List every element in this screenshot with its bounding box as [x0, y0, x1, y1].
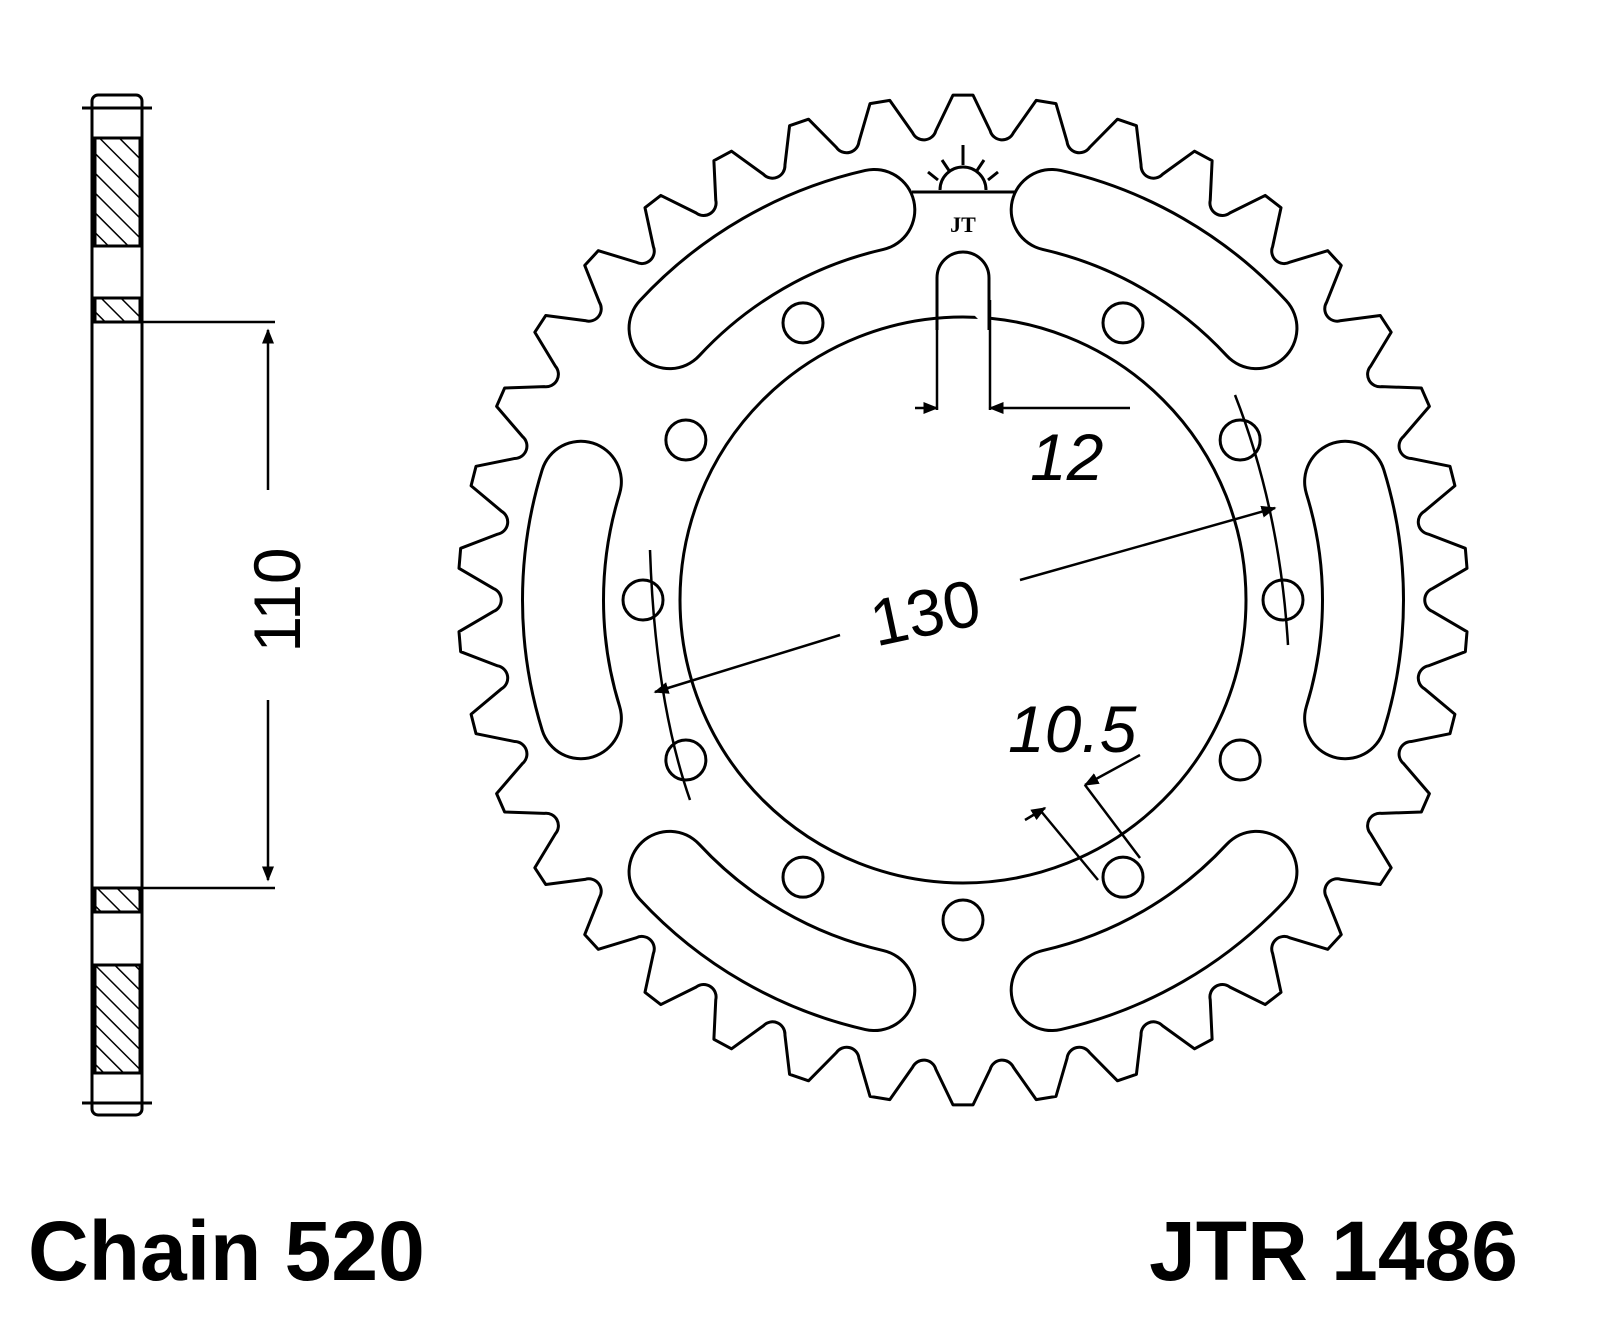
svg-text:JT: JT: [950, 212, 976, 237]
side-view: [82, 93, 275, 1117]
hole-diameter-label: 10.5: [1008, 692, 1137, 766]
mounting-hole: [781, 301, 825, 345]
mounting-hole: [1101, 855, 1145, 899]
mounting-hole: [1218, 418, 1262, 462]
height-dimension-label: 110: [240, 547, 314, 652]
chain-label: Chain 520: [28, 1204, 425, 1298]
part-number: JTR 1486: [1149, 1204, 1518, 1298]
sprocket-front-view: [457, 93, 1469, 1107]
jt-logo: JT: [912, 145, 1015, 237]
bolt-circle-label: 130: [864, 565, 987, 660]
mounting-hole: [1218, 738, 1262, 782]
slot-width-label: 12: [1030, 420, 1103, 494]
mounting-hole: [664, 418, 708, 462]
mounting-hole: [621, 578, 665, 622]
lightening-slot-inner: [630, 170, 914, 368]
lightening-slot-inner: [630, 832, 914, 1030]
center-bore: [678, 315, 1248, 885]
lightening-slot-inner: [1306, 442, 1402, 758]
mounting-hole: [781, 855, 825, 899]
mounting-hole: [1101, 301, 1145, 345]
mounting-hole: [941, 898, 985, 942]
dimension-lines: [648, 300, 1290, 881]
sprocket-teeth-outline: [457, 93, 1469, 1107]
lightening-slot-inner: [524, 442, 620, 758]
mounting-hole: [664, 738, 708, 782]
lightening-slot-inner: [1012, 832, 1296, 1030]
lightening-slot-inner: [1012, 170, 1296, 368]
